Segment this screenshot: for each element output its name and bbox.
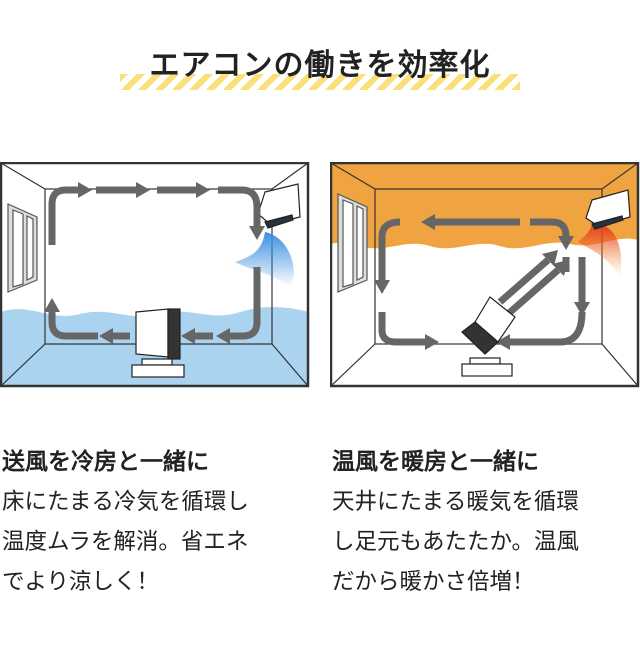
heating-body-line: し足元もあたたか。温風 <box>332 529 580 555</box>
cooling-body-line: 温度ムラを解消。省エネ <box>2 529 249 555</box>
circulator-fan-icon <box>461 296 516 377</box>
circulator-fan-icon <box>131 308 185 378</box>
cooling-body-line: 床にたまる冷気を循環し <box>2 489 249 515</box>
cooling-body-line: でより涼しく！ <box>2 569 160 595</box>
cooling-heading: 送風を冷房と一緒に <box>2 449 209 475</box>
circulation-arrows <box>48 186 261 340</box>
cooling-room-illustration <box>0 161 310 388</box>
heating-body-line: 天井にたまる暖気を循環 <box>332 489 579 515</box>
window-icon <box>337 193 368 293</box>
air-conditioner-icon <box>585 189 631 230</box>
window-icon <box>7 203 38 293</box>
cooling-caption: 送風を冷房と一緒に 床にたまる冷気を循環し 温度ムラを解消。省エネ でより涼しく… <box>2 446 312 602</box>
cool-air-jet <box>235 232 294 287</box>
title-underline-stripes <box>120 74 520 90</box>
heating-room-illustration <box>329 161 640 388</box>
heating-caption: 温風を暖房と一緒に 天井にたまる暖気を循環 し足元もあたたか。温風 だから暖かさ… <box>332 446 640 602</box>
warm-air-jet <box>578 223 622 277</box>
heating-body-line: だから暖かさ倍増！ <box>332 569 535 595</box>
heating-heading: 温風を暖房と一緒に <box>332 449 539 475</box>
page-title: エアコンの働きを効率化 <box>149 48 491 83</box>
circulation-arrows <box>378 218 586 346</box>
